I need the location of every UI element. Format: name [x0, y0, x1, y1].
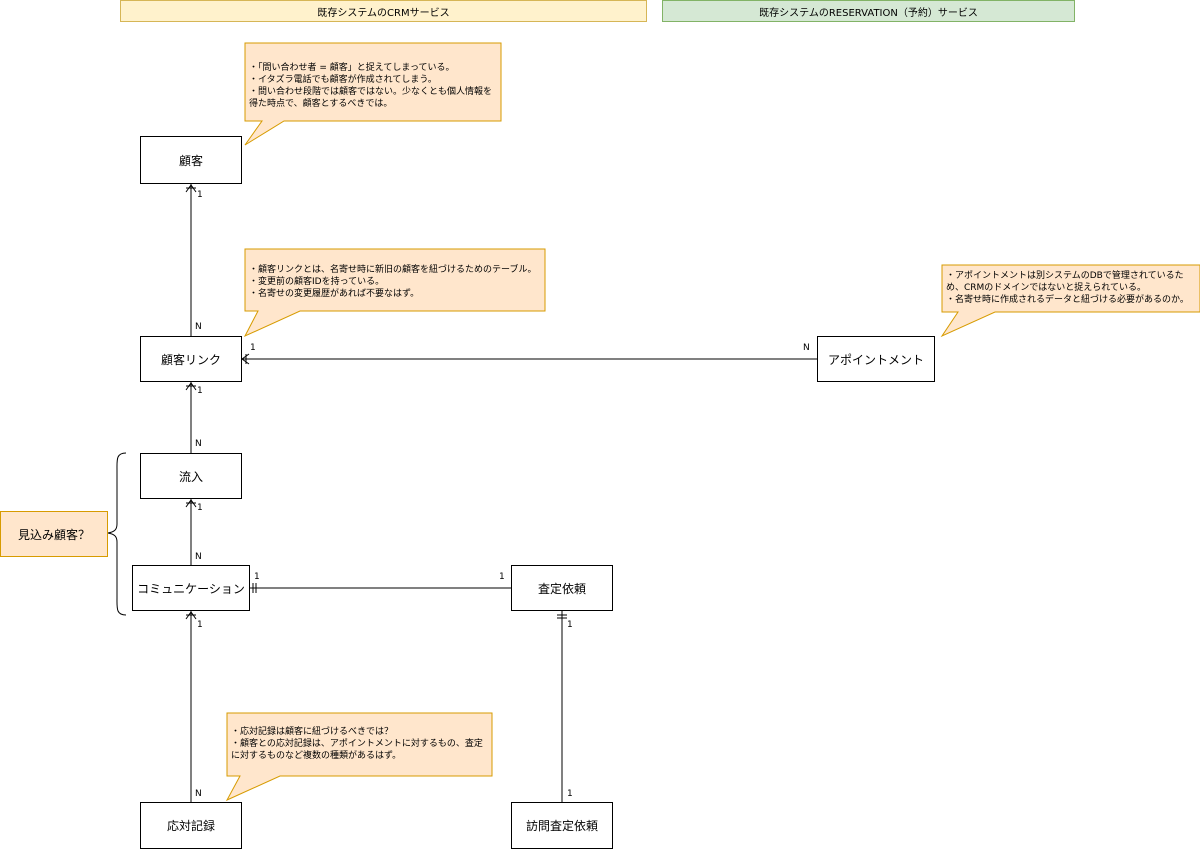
cardinality-appraisal-one: 1	[499, 572, 505, 582]
cardinality-appraisal-visit-one: 1	[567, 620, 573, 630]
note-appointment: ・アポイントメントは別システムのDBで管理されているた め、CRMのドメインでは…	[946, 271, 1189, 305]
entity-communication[interactable]: コミュニケーション	[132, 565, 250, 611]
cardinality-customer-link-many: N	[195, 322, 202, 332]
cardinality-inflow-comm-one: 1	[197, 503, 203, 513]
cardinality-communication-many: N	[195, 552, 202, 562]
crows-foot-communication-bottom	[185, 611, 197, 620]
cardinality-link-inflow-one: 1	[197, 386, 203, 396]
crows-foot-inflow-bottom	[185, 499, 197, 508]
cardinality-link-appointment-one: 1	[250, 343, 256, 353]
cardinality-appointment-many: N	[803, 343, 810, 353]
entity-response-record[interactable]: 応対記録	[140, 802, 242, 849]
one-one-appraisal-bottom	[557, 614, 567, 619]
prospect-brace	[107, 452, 127, 616]
cardinality-comm-appraisal-one: 1	[254, 572, 260, 582]
prospect-label: 見込み顧客？	[0, 511, 108, 557]
note-customer-link-shape	[243, 248, 546, 338]
crows-foot-customer-bottom	[185, 184, 197, 193]
one-one-communication-right	[252, 583, 257, 593]
note-response-record-shape	[225, 712, 493, 802]
cardinality-response-record-many: N	[195, 789, 202, 799]
entity-appraisal-request[interactable]: 査定依頼	[511, 565, 613, 611]
cardinality-visit-appraisal-one: 1	[567, 789, 573, 799]
note-customer-link: ・顧客リンクとは、名寄せ時に新旧の顧客を紐づけるためのテーブル。 ・変更前の顧客…	[249, 265, 537, 299]
entity-visit-appraisal-request[interactable]: 訪問査定依頼	[511, 802, 613, 849]
entity-inflow[interactable]: 流入	[140, 453, 242, 499]
crows-foot-customer-link-bottom	[185, 382, 197, 391]
entity-appointment[interactable]: アポイントメント	[817, 336, 935, 382]
entity-customer[interactable]: 顧客	[140, 136, 242, 184]
note-customer-shape	[244, 42, 502, 146]
lane-header-reservation: 既存システムのRESERVATION（予約）サービス	[662, 0, 1075, 22]
note-response-record: ・応対記録は顧客に紐づけるべきでは？ ・顧客との応対記録は、アポイントメントに対…	[231, 727, 483, 761]
note-appointment-shape	[940, 264, 1200, 338]
cardinality-comm-record-one: 1	[197, 620, 203, 630]
cardinality-customer-one: 1	[197, 190, 203, 200]
cardinality-inflow-many: N	[195, 439, 202, 449]
lane-header-crm: 既存システムのCRMサービス	[120, 0, 647, 22]
note-customer: ・「問い合わせ者 = 顧客」と捉えてしまっている。 ・イタズラ電話でも顧客が作成…	[249, 63, 493, 109]
crows-foot-customer-link-right	[241, 353, 250, 365]
entity-customer-link[interactable]: 顧客リンク	[140, 336, 242, 382]
